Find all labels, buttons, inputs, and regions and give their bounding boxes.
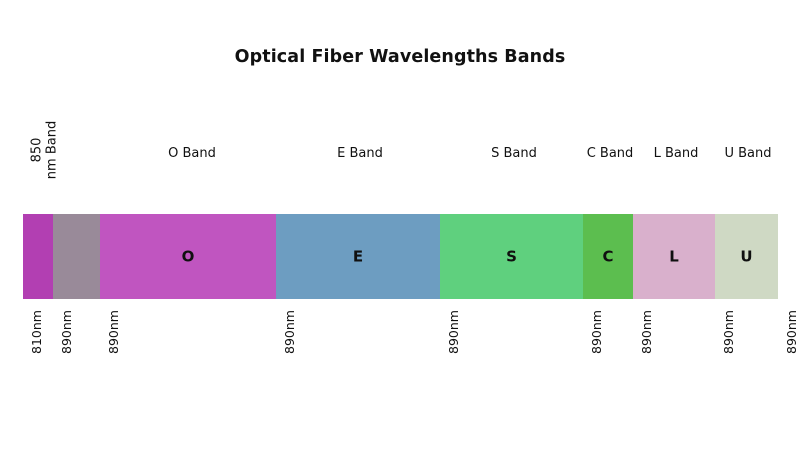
- band-bar: O E S C L U: [23, 214, 778, 299]
- band-label-o: O Band: [168, 146, 216, 161]
- band-segment-l[interactable]: L: [633, 214, 715, 299]
- band-segment-c[interactable]: C: [583, 214, 633, 299]
- chart-title: Optical Fiber Wavelengths Bands: [234, 47, 566, 67]
- band-letter-u: U: [740, 247, 753, 265]
- tick-label-4: 890nm: [446, 310, 461, 354]
- tick-label-3: 890nm: [282, 310, 297, 354]
- band-letter-o: O: [181, 247, 195, 265]
- tick-label-6: 890nm: [639, 310, 654, 354]
- tick-label-2: 890nm: [106, 310, 121, 354]
- band-label-850nm-line1: 850: [29, 137, 45, 163]
- tick-label-8: 890nm: [784, 310, 799, 354]
- tick-label-1: 890nm: [59, 310, 74, 354]
- band-letter-c: C: [602, 247, 614, 265]
- band-label-s: S Band: [491, 146, 537, 161]
- band-letter-s: S: [506, 247, 517, 265]
- band-segment-e[interactable]: E: [276, 214, 440, 299]
- band-label-c: C Band: [586, 146, 634, 161]
- band-label-l: L Band: [653, 146, 699, 161]
- band-label-u: U Band: [724, 146, 772, 161]
- band-segment-u[interactable]: U: [715, 214, 778, 299]
- band-label-850nm: 850 nm Band: [29, 120, 59, 180]
- band-label-850nm-line2: nm Band: [44, 120, 59, 180]
- tick-label-0: 810nm: [29, 310, 44, 354]
- band-segment-s[interactable]: S: [440, 214, 583, 299]
- band-segment-850-a[interactable]: [23, 214, 53, 299]
- band-letter-e: E: [352, 247, 364, 265]
- tick-label-7: 890nm: [721, 310, 736, 354]
- band-segment-850-b[interactable]: [53, 214, 100, 299]
- band-label-e: E Band: [337, 146, 383, 161]
- band-segment-o[interactable]: O: [100, 214, 276, 299]
- tick-label-5: 890nm: [589, 310, 604, 354]
- band-letter-l: L: [669, 247, 679, 265]
